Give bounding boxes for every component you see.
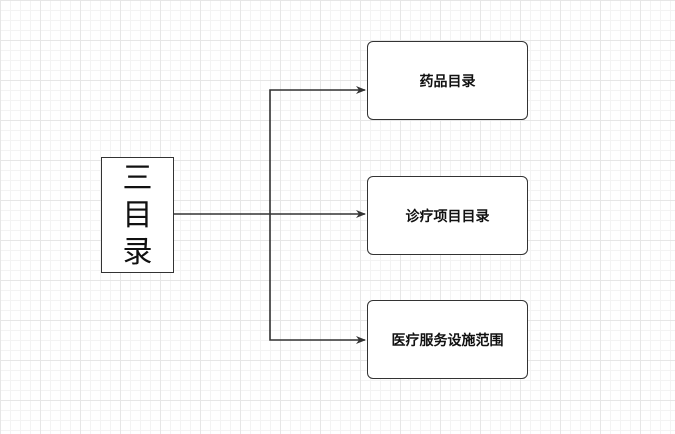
connector-to-drug-catalog [269, 86, 366, 214]
node-service-facility-label: 医疗服务设施范围 [391, 332, 504, 349]
root-char-3: 录 [122, 234, 153, 270]
node-treatment-catalog[interactable]: 诊疗项目目录 [367, 176, 528, 255]
root-char-1: 三 [122, 160, 153, 196]
root-node[interactable]: 三 目 录 [101, 157, 174, 273]
node-drug-catalog-label: 药品目录 [419, 73, 476, 90]
node-service-facility[interactable]: 医疗服务设施范围 [367, 300, 528, 379]
node-treatment-catalog-label: 诊疗项目目录 [405, 208, 490, 225]
connector-to-service-facility [269, 214, 366, 344]
node-drug-catalog[interactable]: 药品目录 [367, 41, 528, 120]
root-char-2: 目 [122, 197, 153, 233]
